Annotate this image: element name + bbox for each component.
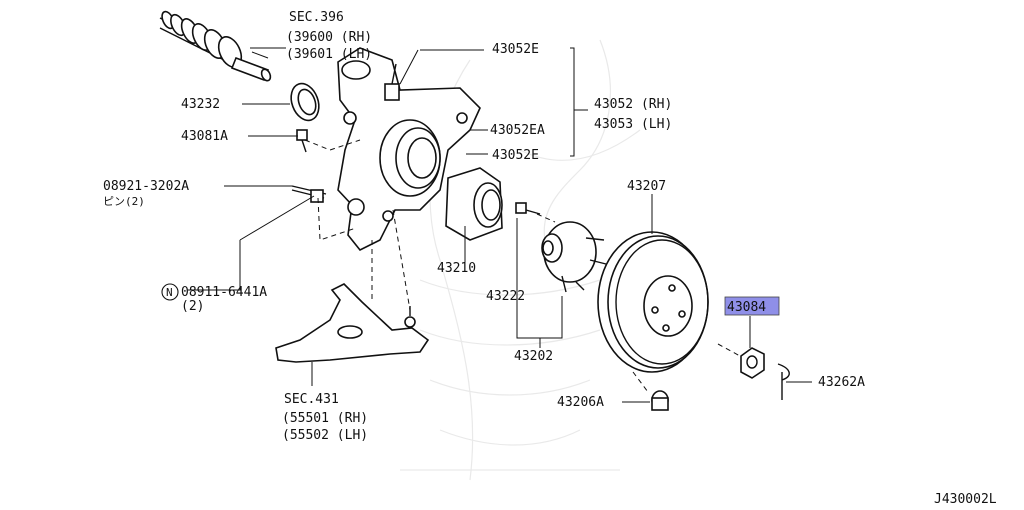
callout-43207: 43207	[627, 179, 666, 194]
hub-bearing-43210	[445, 167, 503, 241]
plug-43206A	[651, 390, 669, 411]
callout-08911: 08911-6441A	[181, 285, 267, 300]
callout-43052EA: 43052EA	[490, 123, 545, 138]
cotter-pin-43262A	[777, 363, 790, 400]
callout-43052E-top: 43052E	[492, 42, 539, 57]
brake-rotor-43207	[597, 231, 709, 373]
callout-43210: 43210	[437, 261, 476, 276]
seal-43232	[290, 82, 320, 122]
callout-43084: 43084	[727, 300, 766, 315]
steering-knuckle	[337, 47, 481, 252]
symbol-n: N	[161, 283, 179, 301]
callout-sec396: SEC.396	[289, 10, 344, 25]
lower-arm	[275, 283, 430, 363]
diagram-code: J430002L	[934, 492, 997, 507]
callout-43053-lh: 43053 (LH)	[594, 117, 672, 132]
svg-text:N: N	[166, 286, 173, 299]
callout-08921: 08921-3202A	[103, 179, 189, 194]
watermark-emblem	[400, 39, 641, 481]
callout-43052-rh: 43052 (RH)	[594, 97, 672, 112]
drive-shaft	[159, 10, 272, 82]
nut-43084	[740, 347, 765, 379]
callout-pin: ピン(2)	[103, 195, 145, 208]
highlight-43084	[724, 296, 780, 316]
bolt-43081A	[296, 129, 308, 153]
callout-39601: (39601 (LH)	[286, 47, 372, 62]
callout-08911-qty: (2)	[181, 299, 204, 314]
callout-55502: (55502 (LH)	[282, 428, 368, 443]
wheel-hub-43202	[541, 221, 607, 293]
bolt-43222	[515, 202, 541, 215]
callout-43052E-mid: 43052E	[492, 148, 539, 163]
callout-sec431: SEC.431	[284, 392, 339, 407]
callout-55501: (55501 (RH)	[282, 411, 368, 426]
nut-08911	[310, 189, 324, 203]
callout-43222: 43222	[486, 289, 525, 304]
callout-43262A: 43262A	[818, 375, 865, 390]
callout-43081A: 43081A	[181, 129, 228, 144]
callout-43202: 43202	[514, 349, 553, 364]
callout-39600: (39600 (RH)	[286, 30, 372, 45]
callout-43206A: 43206A	[557, 395, 604, 410]
callout-43232: 43232	[181, 97, 220, 112]
